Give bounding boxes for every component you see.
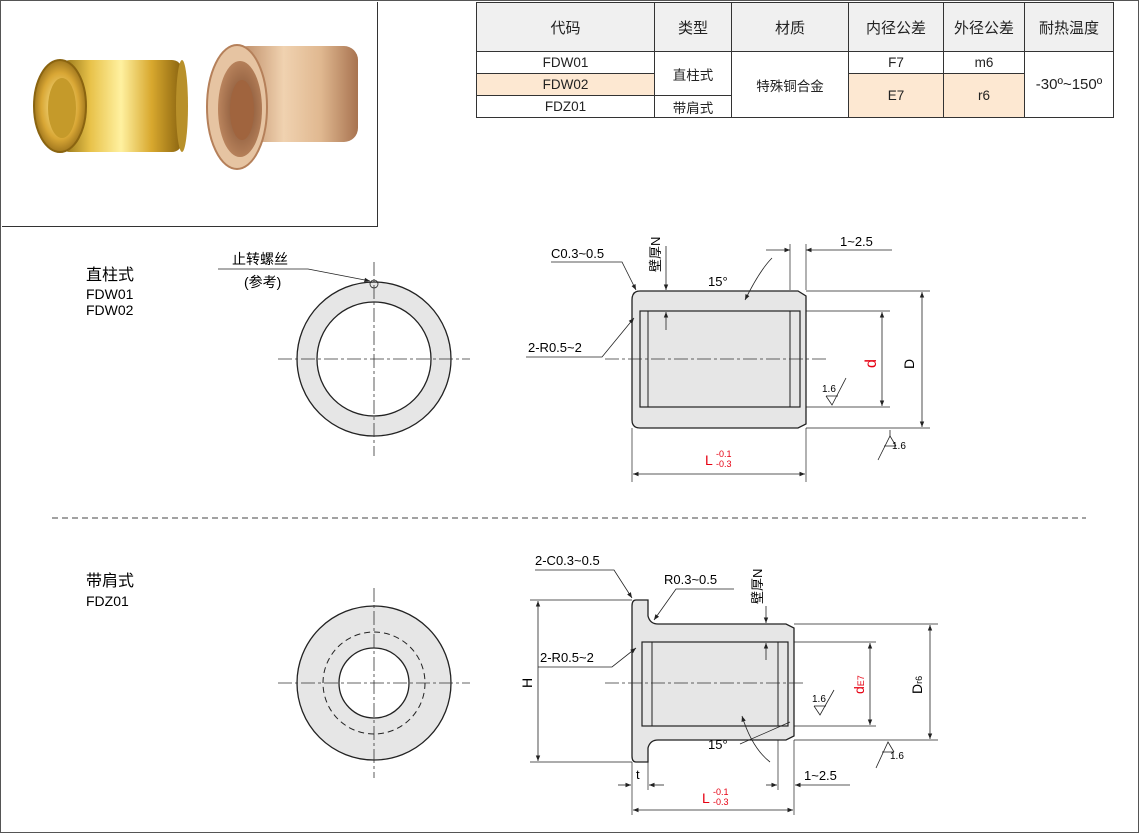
s2-chamfer-leader <box>535 569 633 599</box>
s2-L-upper: -0.1 <box>713 787 729 797</box>
flanged-bushing-photo <box>206 44 358 170</box>
type-cell: 直柱式 <box>654 51 732 96</box>
header-inner-tol: 内径公差 <box>848 2 944 52</box>
s2-rough1-text: 1.6 <box>812 694 826 705</box>
s1-D-label: D <box>901 359 917 369</box>
inner-tol-cell: F7 <box>848 51 944 74</box>
s2-D-label: Dr6 <box>909 676 925 694</box>
s1-wall: 壁厚N <box>648 237 663 272</box>
s1-radius: 2-R0.5~2 <box>528 340 582 355</box>
s1-roughness-outer: 1.6 <box>877 430 906 461</box>
section1-title: 直柱式 <box>86 266 134 284</box>
s1-d-label: d <box>863 359 880 368</box>
screw-leader <box>218 268 371 283</box>
s2-r-small: R0.3~0.5 <box>664 572 717 587</box>
s2-angle-arc <box>741 715 771 763</box>
s2-len-range: 1~2.5 <box>804 768 837 783</box>
s1-angle-arc <box>744 257 773 301</box>
s1-L-label: L <box>705 452 713 468</box>
outer-tol-cell: m6 <box>943 51 1025 74</box>
s2-radius: 2-R0.5~2 <box>540 650 594 665</box>
s2-angle: 15° <box>708 737 728 752</box>
section2-end-view <box>278 588 470 778</box>
s1-rough1-text: 1.6 <box>822 384 836 395</box>
s2-wall: 壁厚N <box>750 569 765 604</box>
s2-L-label: L <box>702 790 710 806</box>
heat-cell: -30º~150º <box>1024 51 1114 118</box>
s2-d-sub: E7 <box>856 675 866 686</box>
section2-side-view <box>605 599 806 763</box>
s1-roughness-inner: 1.6 <box>822 377 847 406</box>
header-code: 代码 <box>476 2 655 52</box>
table-row: FDZ01 带肩式 <box>476 95 1114 118</box>
inner-tol-cell: E7 <box>848 73 944 118</box>
s2-H-label: H <box>519 678 535 688</box>
section2-title: 带肩式 <box>86 572 134 590</box>
section1-side-view <box>605 290 826 429</box>
s1-angle: 15° <box>708 274 728 289</box>
header-type: 类型 <box>654 2 732 52</box>
header-heat: 耐热温度 <box>1024 2 1114 52</box>
s2-L-lower: -0.3 <box>713 797 729 807</box>
section1-end-view <box>278 262 470 456</box>
straight-bushing-photo <box>33 59 188 153</box>
code-cell: FDZ01 <box>476 95 655 118</box>
s2-radius-leader <box>538 647 637 668</box>
header-outer-tol: 外径公差 <box>943 2 1025 52</box>
s2-D-sub: r6 <box>914 676 924 684</box>
spec-table: 代码 类型 材质 内径公差 外径公差 耐热温度 FDW01 直柱式 特殊铜合金 … <box>476 2 1114 118</box>
s1-L-lower: -0.3 <box>716 459 732 469</box>
section1-code1: FDW01 <box>86 286 134 302</box>
screw-label: 止转螺丝 <box>232 251 288 267</box>
s1-rough2-text: 1.6 <box>892 441 906 452</box>
s1-len-range: 1~2.5 <box>840 234 873 249</box>
s2-roughness-outer: 1.6 <box>875 741 904 769</box>
section1-code2: FDW02 <box>86 302 134 318</box>
table-header-row: 代码 类型 材质 内径公差 外径公差 耐热温度 <box>476 2 1114 52</box>
code-cell: FDW01 <box>476 51 655 74</box>
screw-ref: (参考) <box>244 274 281 290</box>
s2-rough2-text: 1.6 <box>890 751 904 762</box>
type-cell: 带肩式 <box>654 95 732 118</box>
s1-chamfer-leader <box>551 261 637 291</box>
table-row: FDW02 E7 r6 <box>476 73 1114 118</box>
section2-code: FDZ01 <box>86 593 129 609</box>
s2-d-main: d <box>851 686 867 694</box>
s2-r-small-leader <box>653 588 734 621</box>
table-row: FDW01 直柱式 特殊铜合金 F7 m6 -30º~150º <box>476 51 1114 118</box>
s2-chamfer: 2-C0.3~0.5 <box>535 553 600 568</box>
outer-tol-cell: r6 <box>943 73 1025 118</box>
s1-chamfer: C0.3~0.5 <box>551 246 604 261</box>
s1-radius-leader <box>526 317 635 358</box>
s1-L-upper: -0.1 <box>716 449 732 459</box>
header-material: 材质 <box>731 2 849 52</box>
material-cell: 特殊铜合金 <box>731 51 849 118</box>
product-photo-box <box>2 2 378 227</box>
s2-roughness-inner: 1.6 <box>812 689 835 716</box>
s2-t-label: t <box>636 767 640 782</box>
s2-D-main: D <box>909 684 925 694</box>
s2-d-label: dE7 <box>851 675 867 694</box>
product-photo <box>33 44 358 170</box>
